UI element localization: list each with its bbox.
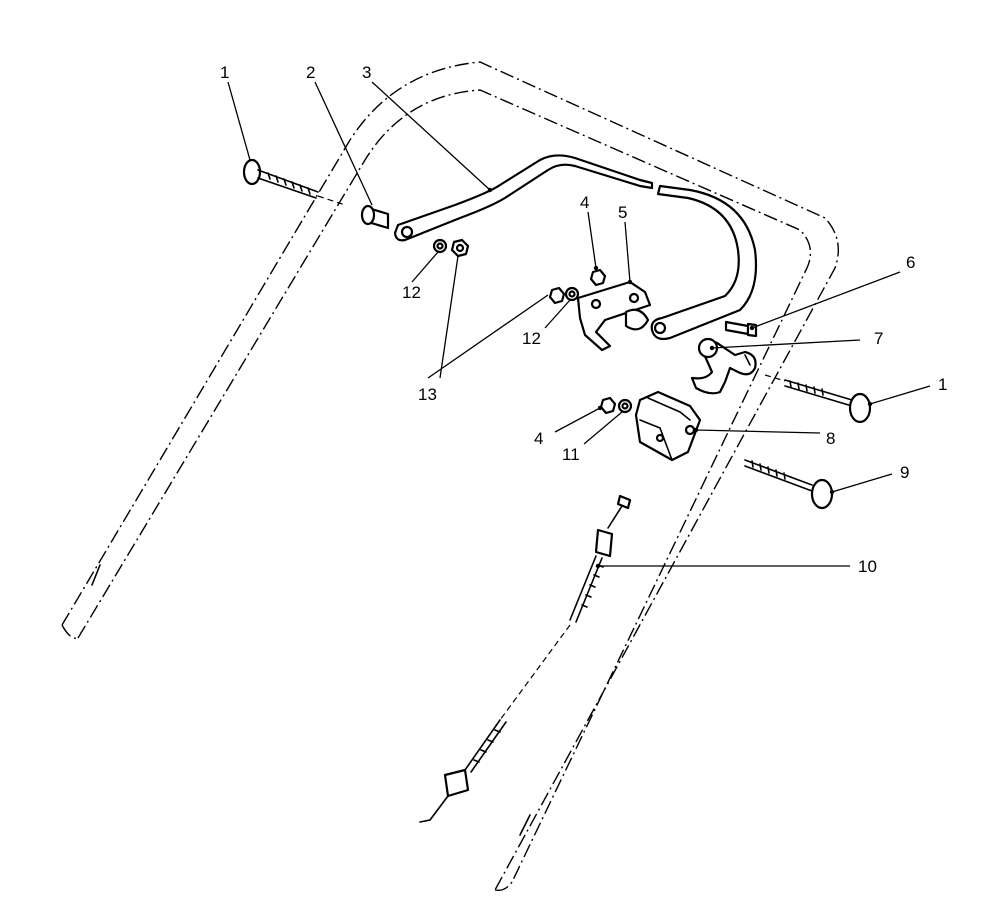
bolt-long-lower <box>744 459 834 510</box>
nut-upper <box>589 268 607 287</box>
callout-1-right: 1 <box>938 375 947 394</box>
nut-lower <box>599 396 617 415</box>
callout-11: 11 <box>562 445 580 464</box>
callout-1-upper: 1 <box>220 63 229 82</box>
bolt-upper-left <box>242 158 346 206</box>
callout-4-upper: 4 <box>580 193 589 212</box>
callout-5: 5 <box>618 203 627 222</box>
callouts: 1 2 3 4 5 6 7 1 8 4 11 9 12 12 13 10 <box>220 63 947 576</box>
callout-4-lower: 4 <box>534 429 543 448</box>
callout-12-left: 12 <box>402 283 421 302</box>
nut-left <box>450 238 470 258</box>
main-handle-outline <box>61 61 839 892</box>
washer-left <box>432 238 448 254</box>
callout-2: 2 <box>306 63 315 82</box>
leader-dots <box>487 187 873 569</box>
washer-middle <box>564 286 580 302</box>
callout-3: 3 <box>362 63 371 82</box>
callout-9: 9 <box>900 463 909 482</box>
callout-13: 13 <box>418 385 437 404</box>
bail-bar <box>393 154 758 341</box>
leader-lines <box>227 81 931 567</box>
washer-lower <box>617 398 633 414</box>
callout-6: 6 <box>906 253 915 272</box>
cable-block <box>634 390 702 462</box>
nut-middle <box>548 286 566 305</box>
bracket <box>576 280 652 352</box>
cam-knob <box>690 337 757 395</box>
callout-7: 7 <box>874 329 883 348</box>
bolt-long-right <box>764 374 872 424</box>
callout-10: 10 <box>858 557 877 576</box>
control-cable <box>419 494 632 823</box>
callout-8: 8 <box>826 429 835 448</box>
spacer <box>360 204 390 230</box>
callout-12-middle: 12 <box>522 329 541 348</box>
